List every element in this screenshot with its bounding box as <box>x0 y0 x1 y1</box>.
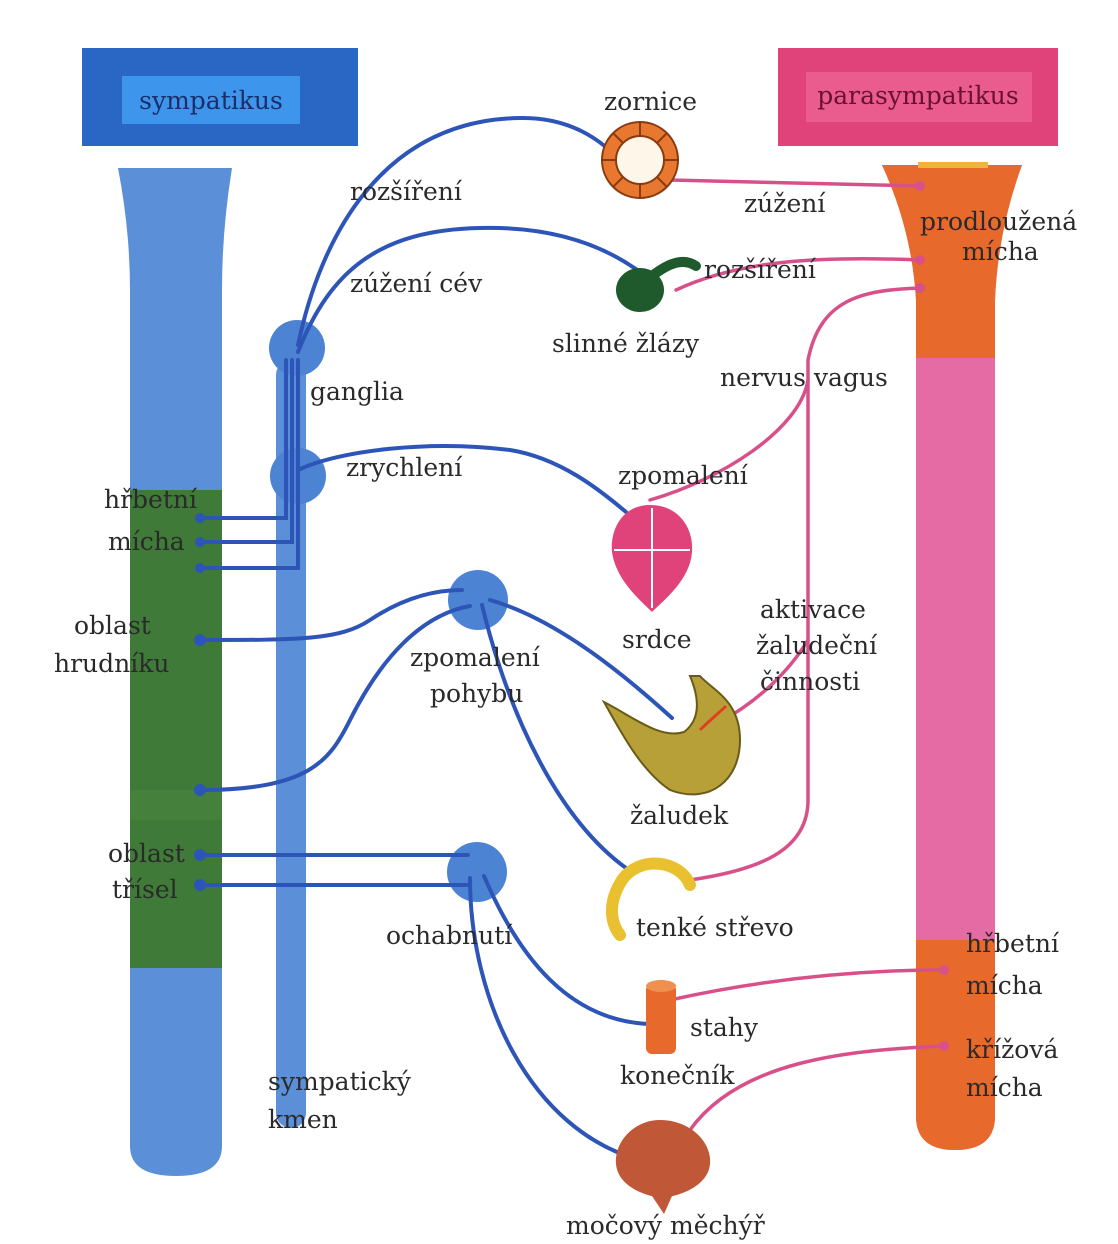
parasympathetic-spinal-cord <box>882 162 1022 1150</box>
nerve-thorax-celiac <box>200 590 462 640</box>
label-kmen: kmen <box>268 1105 338 1134</box>
celiac-ganglion <box>448 570 508 630</box>
label-hrbetni-left: hřbetní <box>104 485 198 514</box>
label-zpomaleni: zpomalení <box>618 461 749 490</box>
label-zpomaleni-pohybu-1: zpomalení <box>410 643 541 672</box>
label-oblast-2: oblast <box>108 839 185 868</box>
label-zuzeni-cev: zúžení cév <box>350 269 483 298</box>
label-zaludek: žaludek <box>630 801 729 830</box>
label-tenke-strevo: tenké střevo <box>636 913 794 942</box>
label-micha-right: mícha <box>966 971 1043 1000</box>
label-hrudniku: hrudníku <box>54 649 170 678</box>
label-hrbetni-right: hřbetní <box>966 929 1060 958</box>
label-zornice: zornice <box>604 87 697 116</box>
label-zuzeni: zúžení <box>744 189 826 218</box>
rectum-organ <box>646 980 676 1054</box>
label-zrychleni: zrychlení <box>346 453 463 482</box>
parasympathetic-header: parasympatikus <box>778 48 1058 146</box>
sympathetic-header: sympatikus <box>82 48 358 146</box>
label-aktivace-2: žaludeční <box>756 631 878 660</box>
label-aktivace-1: aktivace <box>760 595 866 624</box>
label-rozsireni-top: rozšíření <box>350 177 463 206</box>
segment-shade <box>130 790 222 820</box>
label-micha-sacral: mícha <box>966 1073 1043 1102</box>
label-slinne-zlazy: slinné žlázy <box>552 329 700 358</box>
para-to-pupil <box>670 180 920 186</box>
label-mocovy-mechyr: močový měchýř <box>566 1211 765 1240</box>
bladder-organ <box>616 1120 710 1214</box>
heart-organ <box>612 505 692 612</box>
label-micha-left: mícha <box>108 527 185 556</box>
nerve-to-pupil <box>298 118 618 345</box>
sympathetic-title: sympatikus <box>139 86 283 115</box>
label-sympaticky: sympatický <box>268 1067 412 1096</box>
label-ochabnuti: ochabnutí <box>386 921 513 950</box>
nerve-to-rectum <box>484 876 648 1024</box>
cord-cap <box>918 162 988 168</box>
parasympathetic-title: parasympatikus <box>817 81 1018 110</box>
stomach-organ <box>604 676 740 794</box>
pupil-organ <box>602 122 678 198</box>
label-trisel: třísel <box>112 875 178 904</box>
label-stahy: stahy <box>690 1013 759 1042</box>
para-to-rectum <box>670 970 944 1000</box>
label-aktivace-3: činnosti <box>760 667 860 696</box>
label-srdce: srdce <box>622 625 692 654</box>
label-rozsireni-glands: rozšíření <box>704 255 817 284</box>
label-ganglia: ganglia <box>310 377 404 406</box>
label-zpomaleni-pohybu-2: pohybu <box>430 679 523 708</box>
label-nervus-vagus: nervus vagus <box>720 363 888 392</box>
label-krizova: křížová <box>966 1035 1058 1064</box>
label-konecnik: konečník <box>620 1061 735 1090</box>
label-oblast-1: oblast <box>74 611 151 640</box>
label-prodlouzena: prodloužená <box>920 207 1077 236</box>
label-micha-upper: mícha <box>962 237 1039 266</box>
pelvic-ganglion <box>447 842 507 902</box>
